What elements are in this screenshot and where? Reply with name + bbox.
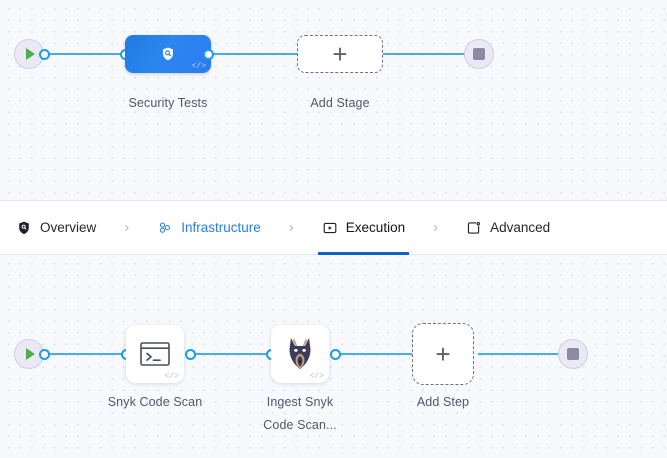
stage-node-security-tests[interactable]: </> (125, 35, 211, 73)
edge-start-to-snyk (38, 353, 128, 355)
tab-separator-3: › (433, 219, 439, 236)
tab-label-infrastructure: Infrastructure (181, 220, 261, 235)
node-label-ingest-snyk-line1: Ingest Snyk (266, 395, 334, 409)
node-label-ingest-snyk-line2: Code Scan... (263, 418, 337, 432)
port-security-out[interactable] (203, 48, 214, 60)
pipeline-end-node[interactable] (464, 39, 494, 69)
tab-label-execution: Execution (345, 220, 406, 235)
step-node-snyk-code-scan[interactable]: </> (126, 325, 184, 383)
shield-search-icon (163, 47, 173, 61)
tab-separator-1: › (124, 219, 130, 236)
cluster-icon (160, 222, 171, 233)
stop-icon (567, 348, 579, 360)
port-snyk-out[interactable] (185, 348, 196, 360)
edge-addstep-to-end (478, 353, 564, 355)
plus-icon: + (435, 339, 451, 369)
play-box-icon (323, 222, 337, 233)
shield-icon (19, 221, 29, 234)
edge-ingest-to-addstep (334, 353, 414, 355)
step-node-ingest-snyk-code-scan[interactable]: </> (271, 325, 329, 383)
code-badge: </> (164, 372, 179, 381)
terminal-icon (140, 342, 170, 366)
port-start-out[interactable] (39, 48, 50, 60)
execution-canvas[interactable]: </> Snyk Code Scan </> Ingest Snyk Code … (0, 255, 667, 458)
add-stage-button[interactable]: + (297, 35, 383, 73)
tab-execution[interactable]: Execution (317, 201, 410, 255)
edge-snyk-to-ingest (190, 353, 276, 355)
node-label-add-step: Add Step (416, 395, 470, 409)
stop-icon (473, 48, 485, 60)
tab-advanced[interactable]: Advanced (462, 201, 554, 255)
edge-addstage-to-end (374, 53, 470, 55)
code-badge: </> (309, 372, 324, 381)
tab-active-underline (317, 251, 410, 255)
plus-icon: + (332, 39, 348, 69)
node-label-security-tests: Security Tests (128, 96, 208, 110)
edge-start-to-security (36, 53, 128, 55)
card-gear-icon (467, 221, 481, 234)
stage-canvas-top[interactable]: </> Security Tests + Add Stage (0, 0, 667, 200)
tab-label-overview: Overview (40, 220, 97, 235)
execution-end-node[interactable] (558, 339, 588, 369)
tab-separator-2: › (288, 219, 294, 236)
code-badge: </> (191, 62, 206, 71)
tab-overview[interactable]: Overview (12, 201, 100, 255)
port-exec-start-out[interactable] (39, 348, 50, 360)
add-step-button[interactable]: + (412, 323, 474, 385)
node-label-add-stage: Add Stage (310, 96, 370, 110)
pipeline-tabbar[interactable]: Overview › Infrastructure › Execution › … (0, 200, 667, 255)
pipeline-start-node[interactable] (14, 39, 44, 69)
port-ingest-out[interactable] (330, 348, 341, 360)
snyk-doberman-icon (289, 338, 311, 369)
tab-label-advanced: Advanced (490, 220, 551, 235)
tab-infrastructure[interactable]: Infrastructure (153, 201, 265, 255)
edge-security-to-addstage (208, 53, 306, 55)
node-label-snyk-code-scan: Snyk Code Scan (107, 395, 203, 409)
play-icon (26, 348, 35, 360)
play-icon (26, 48, 35, 60)
